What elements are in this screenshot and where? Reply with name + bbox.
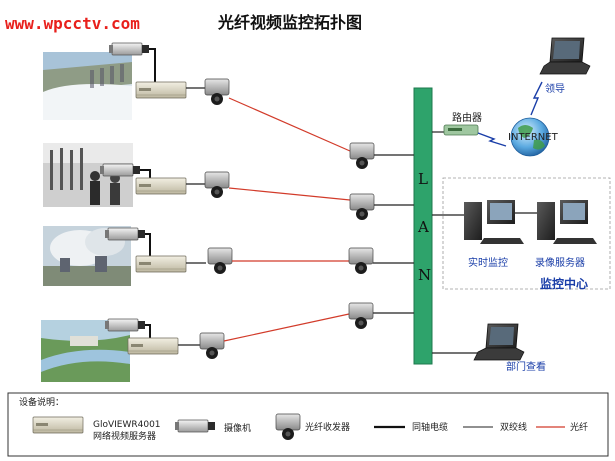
transceiver-site-3-center xyxy=(348,247,374,275)
site-photo-dam-spillway xyxy=(43,52,132,120)
video-server-site-1 xyxy=(135,81,187,99)
coax-cable-site-1 xyxy=(149,48,163,87)
legend-twisted-pair-label: 双绞线 xyxy=(500,421,527,433)
router-icon xyxy=(443,124,479,136)
legend-coax-label: 同轴电缆 xyxy=(412,421,448,433)
internet-globe-icon xyxy=(510,117,550,157)
transceiver-site-4-local xyxy=(199,332,225,360)
lan-letter-n: N xyxy=(418,266,431,284)
camera-site-4 xyxy=(104,318,146,332)
transceiver-site-1-center xyxy=(349,142,375,170)
internet-leader-link xyxy=(530,81,543,116)
diagram-title: 光纤视频监控拓扑图 xyxy=(217,13,362,32)
transceiver-site-3-local xyxy=(207,247,233,275)
department-laptop-icon xyxy=(473,323,525,361)
legend-box xyxy=(7,392,609,457)
router-label: 路由器 xyxy=(452,111,482,124)
lan-letter-l: L xyxy=(418,170,428,188)
leader-label: 领导 xyxy=(545,82,565,95)
video-server-site-2 xyxy=(135,177,187,195)
camera-site-3 xyxy=(104,227,146,241)
coax-cable-site-3 xyxy=(145,233,158,259)
leader-laptop-icon xyxy=(539,37,591,75)
camera-site-2 xyxy=(99,163,141,177)
legend-title: 设备说明： xyxy=(19,396,64,408)
transceiver-site-2-center xyxy=(349,193,375,221)
fiber-site-1 xyxy=(228,97,351,152)
transceiver-site-1-local xyxy=(204,78,230,106)
legend-fiber-label: 光纤 xyxy=(570,421,588,433)
router-internet-link xyxy=(477,132,507,147)
lan-letter-a: A xyxy=(417,218,429,236)
transceiver-site-2-local xyxy=(204,171,230,199)
legend-camera-label: 摄像机 xyxy=(224,422,251,434)
legend-server-desc: 网络视频服务器 xyxy=(93,430,156,442)
legend-transceiver-label: 光纤收发器 xyxy=(305,421,350,433)
video-server-site-3 xyxy=(135,255,187,273)
monitoring-center-title: 监控中心 xyxy=(540,276,588,291)
lan-bus xyxy=(413,87,433,365)
internet-label: INTERNET xyxy=(508,132,559,143)
monitoring-center-box xyxy=(442,177,611,290)
recording-server-icon xyxy=(537,200,597,244)
department-view-label: 部门查看 xyxy=(506,360,546,373)
camera-site-1 xyxy=(108,42,150,56)
realtime-monitor-label: 实时监控 xyxy=(468,256,508,269)
fiber-site-4 xyxy=(223,313,350,342)
recording-server-label: 录像服务器 xyxy=(535,256,585,269)
transceiver-site-4-center xyxy=(348,302,374,330)
realtime-workstation-icon xyxy=(464,200,524,244)
site-photo-workers-at-gate xyxy=(43,143,133,207)
fiber-site-2 xyxy=(228,187,351,201)
legend-server-model: GloVIEWR4001 xyxy=(93,420,161,430)
site-url[interactable]: www.wpcctv.com xyxy=(5,14,140,33)
legend-video-server-icon xyxy=(32,416,84,434)
video-server-site-4 xyxy=(127,337,179,355)
